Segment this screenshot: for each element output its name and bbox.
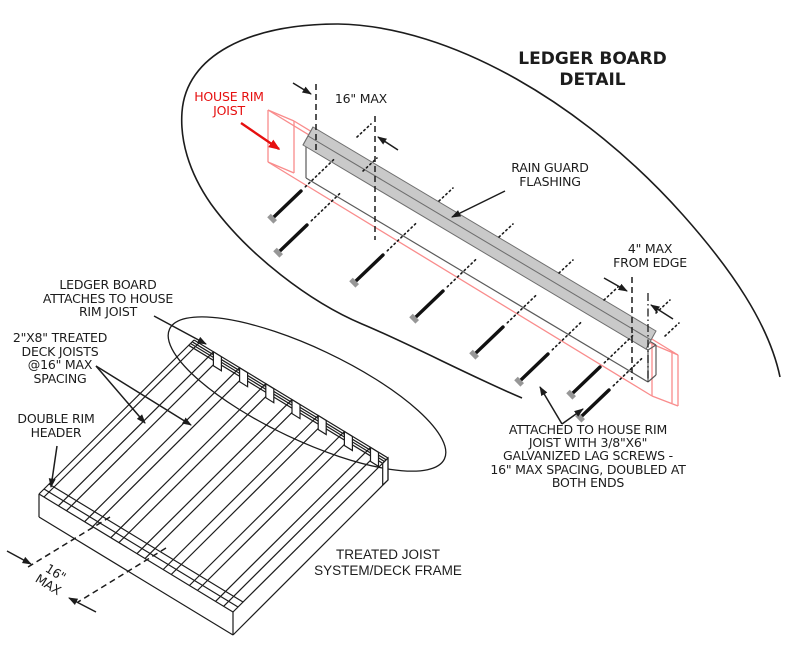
callout-ellipse: [167, 316, 447, 472]
rain-guard-leader: [451, 190, 506, 218]
screw-axis-dotted-lines: [304, 123, 680, 387]
joist-system-label: TREATED JOIST SYSTEM/DECK FRAME: [314, 547, 462, 578]
house-rim-joist-leader: [240, 122, 281, 150]
detail-title: LEDGER BOARD DETAIL: [518, 49, 667, 90]
deck-joists: [57, 350, 380, 607]
lag-screws: [267, 123, 680, 423]
attachment-leader-2: [561, 408, 584, 425]
house-rim-joist-label: HOUSE RIM JOIST: [194, 89, 264, 118]
deck-frame: [6, 339, 389, 636]
rim-header-leader: [48, 445, 58, 488]
deck-spacing-dimension: [6, 516, 167, 613]
ledger-attach-leader: [153, 315, 207, 345]
screw-shafts: [270, 189, 611, 420]
ledger-attach-label: LEDGER BOARD ATTACHES TO HOUSE RIM JOIST: [42, 277, 174, 319]
double-rim-header-label: DOUBLE RIM HEADER: [17, 411, 95, 440]
rain-guard-flashing-label: RAIN GUARD FLASHING: [511, 160, 589, 189]
joists-leader-2: [95, 365, 192, 426]
edge-distance-dimension-label: 4" MAX FROM EDGE: [613, 241, 687, 270]
detail-bubble-outline: [180, 23, 781, 399]
joists-leader-1: [95, 365, 146, 424]
screw-spacing-dimension-label: 16" MAX: [334, 91, 388, 106]
deck-joists-label: 2"X8" TREATED DECK JOISTS @16" MAX SPACI…: [12, 330, 108, 386]
leader-arrows: [48, 122, 584, 488]
attachment-leader-1: [539, 386, 563, 425]
screw-heads: [267, 213, 585, 423]
rain-guard-flashing: [302, 126, 657, 350]
detail-dimension-lines: [292, 82, 674, 382]
attachment-note: ATTACHED TO HOUSE RIM JOIST WITH 3/8"X6"…: [490, 422, 686, 490]
